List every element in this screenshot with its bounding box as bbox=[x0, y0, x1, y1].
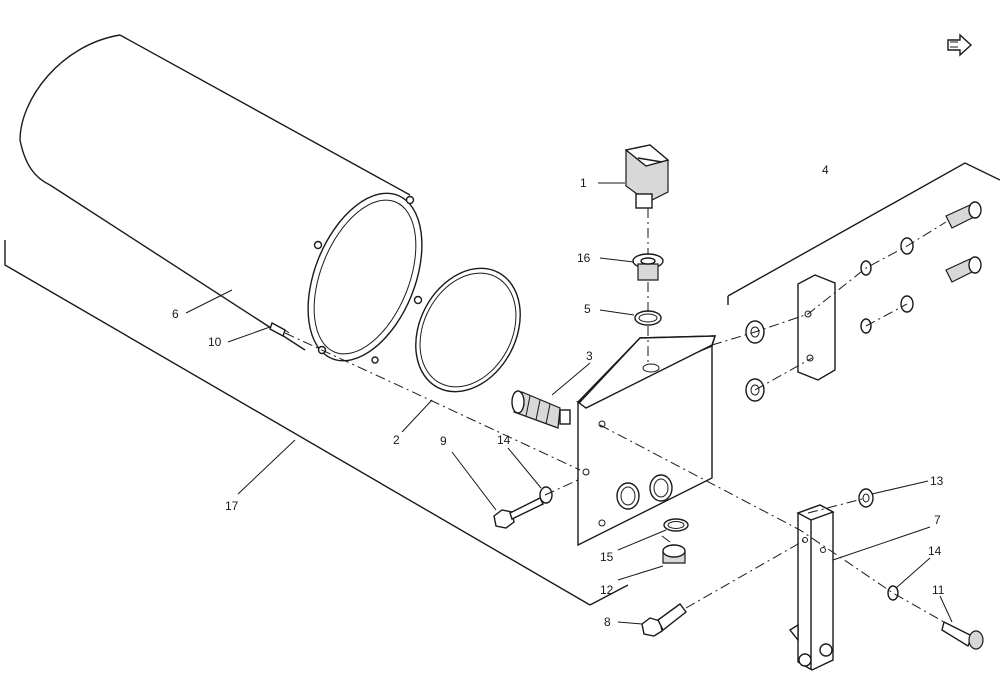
callout-17: 17 bbox=[225, 499, 239, 513]
part-2-gasket bbox=[415, 267, 521, 393]
callout-3: 3 bbox=[586, 349, 593, 363]
callout-9: 9 bbox=[440, 434, 447, 448]
part-9-bolt bbox=[493, 497, 544, 529]
part-12-plug bbox=[662, 544, 686, 564]
part-7-leg bbox=[788, 504, 835, 671]
manifold-block bbox=[575, 334, 716, 547]
leader-lines bbox=[185, 182, 953, 625]
callout-12: 12 bbox=[600, 583, 614, 597]
part-1-cap bbox=[624, 144, 670, 209]
part-16-adapter bbox=[632, 253, 664, 281]
assembly-axis-lines bbox=[284, 208, 947, 623]
part-13-nut bbox=[858, 488, 874, 508]
part-11-bolt bbox=[941, 620, 984, 650]
part-5-washer bbox=[634, 310, 662, 326]
part-3-strainer bbox=[511, 390, 571, 429]
callout-2: 2 bbox=[393, 433, 400, 447]
part-6-cylinder bbox=[19, 34, 423, 364]
callout-8: 8 bbox=[604, 615, 611, 629]
callout-10: 10 bbox=[208, 335, 222, 349]
callout-14-right: 14 bbox=[928, 544, 942, 558]
return-arrow-icon[interactable] bbox=[947, 33, 973, 57]
part-17-base-plate bbox=[4, 240, 629, 606]
part-8-bolt bbox=[641, 603, 687, 637]
callout-16: 16 bbox=[577, 251, 591, 265]
part-15-washer bbox=[663, 518, 689, 532]
callout-13: 13 bbox=[930, 474, 944, 488]
callout-4: 4 bbox=[822, 163, 829, 177]
callout-15: 15 bbox=[600, 550, 614, 564]
callout-11: 11 bbox=[932, 583, 945, 597]
callout-7: 7 bbox=[934, 513, 941, 527]
callout-labels: 1 16 5 3 4 6 10 2 9 14 17 15 12 8 13 7 1… bbox=[172, 163, 945, 629]
callout-6: 6 bbox=[172, 307, 179, 321]
part-4-bracket-assembly bbox=[727, 162, 1000, 402]
callout-14-left: 14 bbox=[497, 433, 511, 447]
part-14-washer-right bbox=[887, 585, 899, 601]
part-10-fitting bbox=[269, 321, 290, 338]
callout-1: 1 bbox=[580, 176, 587, 190]
callout-5: 5 bbox=[584, 302, 591, 316]
